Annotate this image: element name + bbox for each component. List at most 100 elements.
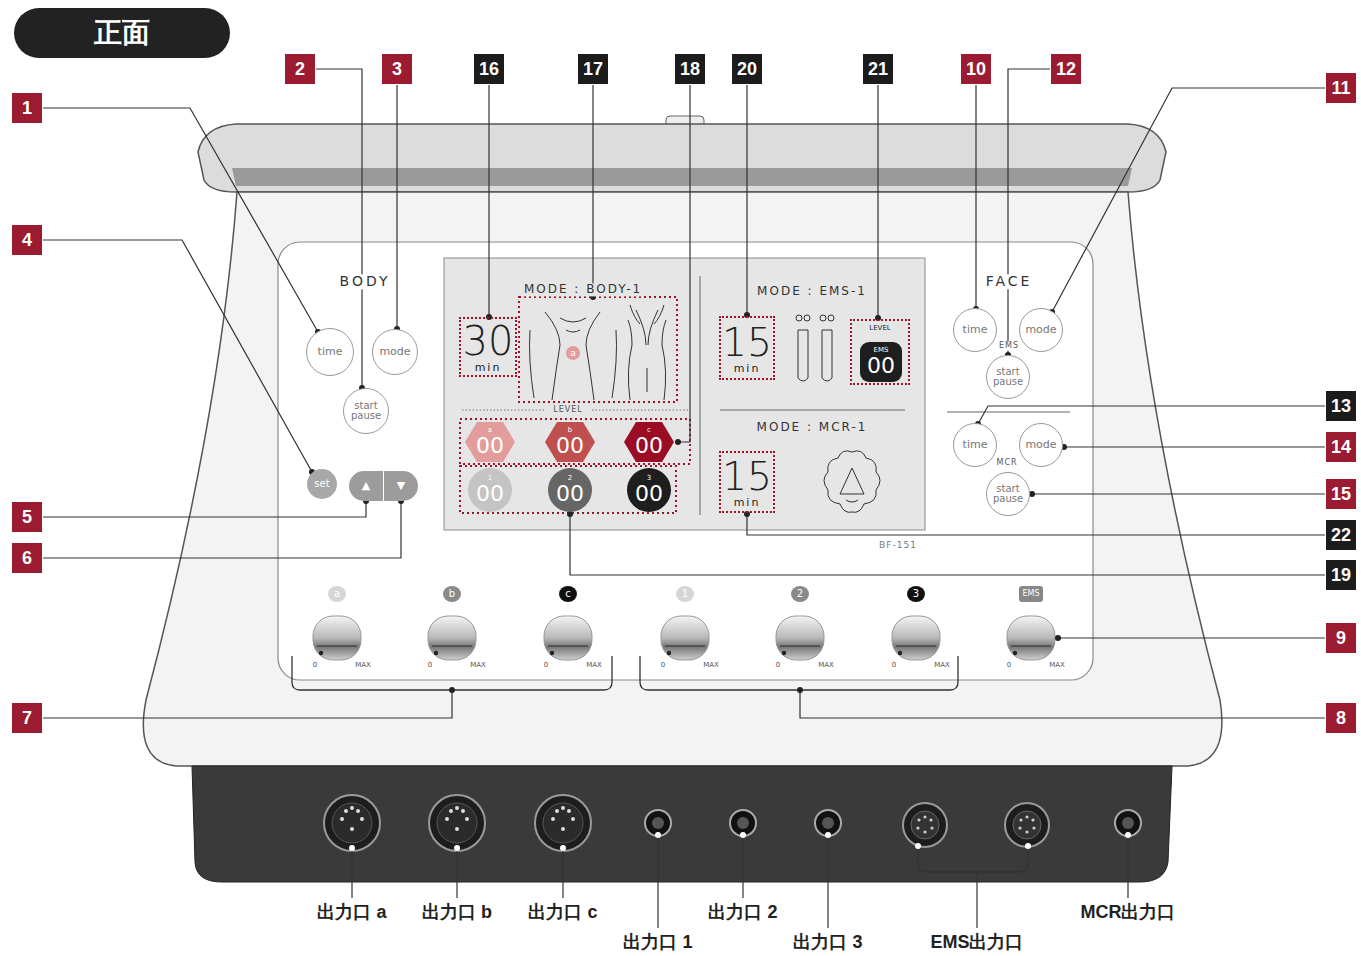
callout-number: 14	[1326, 432, 1356, 462]
mode-label: MODE : BODY-1	[522, 283, 644, 296]
level-hexagon: c00	[623, 421, 675, 463]
node-text: ▲	[362, 480, 370, 492]
node-text: 00	[556, 482, 584, 505]
output-label: 出力口 a	[317, 903, 386, 923]
mode-label: MODE : EMS-1	[755, 285, 869, 298]
callout-number: 5	[12, 502, 42, 532]
node-text: time	[318, 346, 343, 358]
level-hexagon: a00	[464, 421, 516, 463]
node-text: set	[314, 479, 329, 490]
scale-min: 0	[544, 662, 548, 670]
node-text: LEVEL	[869, 325, 890, 332]
callout-number: 3	[382, 54, 412, 84]
node-text: 15	[722, 456, 772, 497]
button: start pause	[986, 355, 1030, 399]
node-text: time	[963, 324, 988, 336]
callout-number: 8	[1326, 703, 1356, 733]
node-text: time	[963, 439, 988, 451]
callout-number: 18	[675, 54, 705, 84]
button: ▼	[384, 471, 418, 501]
node-text: b	[568, 427, 572, 434]
node-text: 00	[635, 482, 663, 505]
callout-number: 22	[1326, 520, 1356, 550]
level-hexagon: b00	[544, 421, 596, 463]
callout-number: 7	[12, 703, 42, 733]
scale-min: 0	[661, 662, 665, 670]
callout-number: 12	[1051, 54, 1081, 84]
callout-number: 21	[863, 54, 893, 84]
scale-max: MAX	[470, 662, 486, 670]
callout-number: 15	[1326, 479, 1356, 509]
model-number: BF-151	[879, 541, 917, 551]
level-label: LEVEL	[551, 406, 585, 415]
callout-number: 20	[732, 54, 762, 84]
scale-min: 0	[428, 662, 432, 670]
node-text: c	[647, 427, 651, 434]
button: set	[307, 469, 337, 499]
node-text: mode	[1025, 324, 1056, 336]
node-text: min	[734, 497, 761, 509]
node-text: mode	[1025, 439, 1056, 451]
node-text: 00	[476, 482, 504, 505]
node-text: 00	[635, 434, 663, 457]
page-title: 正面	[14, 8, 230, 58]
callout-number: 19	[1326, 560, 1356, 590]
node-text: min	[734, 363, 761, 375]
output-label: MCR出力口	[1081, 903, 1176, 923]
button: time	[953, 423, 997, 467]
scale-min: 0	[313, 662, 317, 670]
knob-marker: a	[328, 586, 346, 602]
callout-number: 10	[961, 54, 991, 84]
node-text: start pause	[991, 484, 1025, 505]
knob-marker: EMS	[1019, 586, 1043, 602]
scale-max: MAX	[586, 662, 602, 670]
output-label: 出力口 c	[528, 903, 597, 923]
button: start pause	[343, 388, 389, 434]
scale-max: MAX	[1049, 662, 1065, 670]
callout-number: 17	[578, 54, 608, 84]
callout-number: 6	[12, 543, 42, 573]
callout-number: 16	[474, 54, 504, 84]
knob-marker: 2	[791, 586, 809, 602]
button: start pause	[986, 472, 1030, 516]
button: time	[953, 308, 997, 352]
scale-max: MAX	[934, 662, 950, 670]
node-text: ▼	[397, 480, 405, 492]
callout-number: 13	[1326, 391, 1356, 421]
node-text: min	[475, 362, 502, 374]
callout-number: 9	[1326, 623, 1356, 653]
time-display: 15min	[719, 451, 775, 513]
output-label: 出力口 2	[708, 903, 777, 923]
node-text: a	[488, 427, 492, 434]
node-text: 00	[476, 434, 504, 457]
scale-max: MAX	[355, 662, 371, 670]
scale-min: 0	[776, 662, 780, 670]
output-label: EMS出力口	[930, 933, 1023, 953]
scale-min: 0	[1007, 662, 1011, 670]
group-label: EMS	[998, 342, 1020, 351]
callout-number: 2	[285, 54, 315, 84]
time-display: 15min	[719, 316, 775, 380]
callout-number: 4	[12, 225, 42, 255]
node-text: 00	[556, 434, 584, 457]
level-circle: 200	[548, 468, 592, 512]
node-text: start pause	[348, 401, 384, 422]
section-heading: FACE	[984, 274, 1035, 289]
node-text: EMS	[874, 347, 889, 354]
mode-label: MODE : MCR-1	[755, 421, 870, 434]
knob-marker: b	[443, 586, 461, 602]
node-text: 30	[463, 320, 514, 362]
level-box: LEVELEMS00	[850, 319, 910, 385]
node-text: mode	[379, 346, 410, 358]
button: mode	[1019, 423, 1063, 467]
area-marker: a	[566, 346, 580, 360]
node-text: 1	[488, 475, 492, 482]
button: time	[306, 328, 354, 376]
group-label: MCR	[995, 459, 1018, 468]
section-heading: BODY	[338, 274, 393, 289]
node-text: 15	[722, 322, 772, 363]
output-label: 出力口 1	[623, 933, 692, 953]
callout-number: 1	[12, 93, 42, 123]
scale-max: MAX	[818, 662, 834, 670]
